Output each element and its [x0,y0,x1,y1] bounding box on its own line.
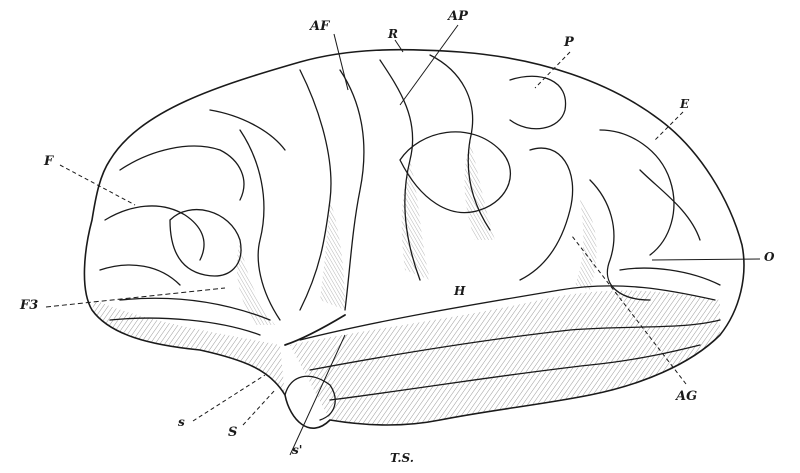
leader-s [192,374,266,422]
label-parietal: P [564,35,574,50]
leader-AF [333,33,349,91]
leader-O [651,258,761,261]
label-third-frontal: F3 [20,298,39,313]
leader-AP [399,24,459,106]
leader-AG [571,235,687,385]
leader-F [59,164,136,206]
figure-caption: T.S. [390,451,414,465]
label-ascending-frontal: AF [310,19,330,34]
label-H: H [454,284,466,298]
label-s-prime: s' [292,443,303,457]
leader-lines [45,24,761,456]
sulcus-shading [236,140,597,325]
label-s-small: s [178,415,185,429]
label-rolando: R [388,27,398,41]
leader-P [534,51,571,89]
leader-S [242,389,276,426]
label-occipital: O [764,250,775,264]
label-angular-gyrus: AG [676,389,698,404]
leader-R [394,39,404,53]
label-ascending-parietal: AP [448,9,468,24]
leader-F3 [45,287,226,308]
label-sylvian: S [228,425,238,440]
label-external-perpendicular: E [680,97,690,111]
leader-s-prime [289,334,346,456]
label-frontal: F [44,154,54,169]
